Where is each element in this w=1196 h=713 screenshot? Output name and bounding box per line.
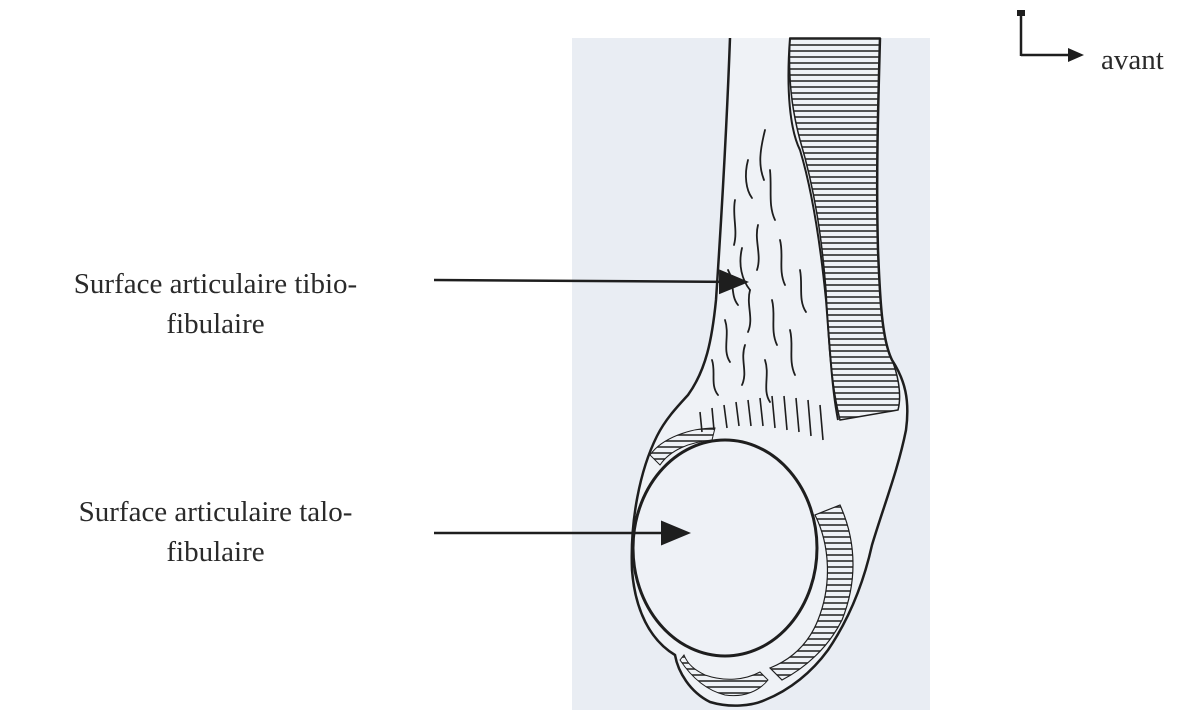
tibiofibular-label-line1: Surface articulaire tibio- [18, 264, 413, 304]
talofibular-surface-label: Surface articulaire talo- fibulaire [18, 492, 413, 572]
orientation-label: avant [1101, 44, 1164, 77]
tibiofibular-label-line2: fibulaire [18, 304, 413, 344]
talofibular-label-line1: Surface articulaire talo- [18, 492, 413, 532]
talofibular-label-line2: fibulaire [18, 532, 413, 572]
tibiofibular-surface-label: Surface articulaire tibio- fibulaire [18, 264, 413, 344]
orientation-arrow-icon [1017, 10, 1084, 62]
talofibular-surface [633, 440, 817, 656]
